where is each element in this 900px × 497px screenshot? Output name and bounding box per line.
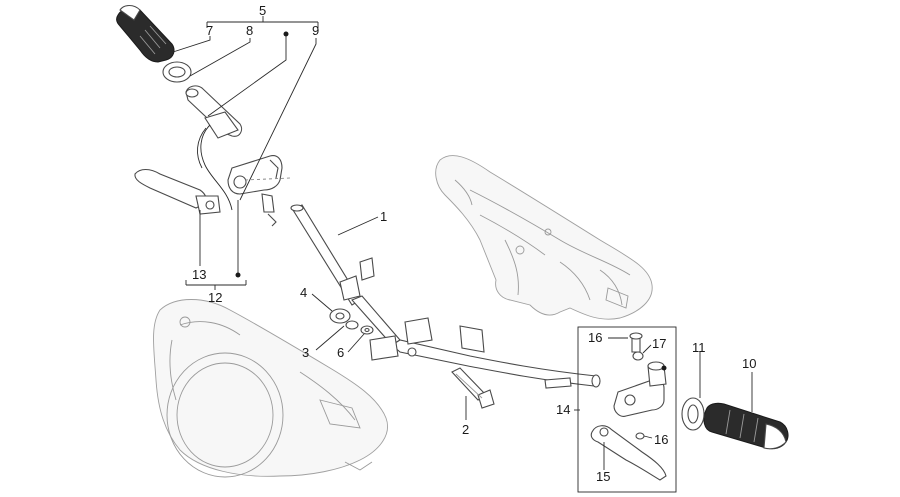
leader-lines	[172, 16, 753, 470]
callout-6: 5	[259, 3, 266, 18]
bolt	[451, 367, 495, 409]
master-cylinder	[227, 155, 291, 227]
spacer	[329, 308, 351, 324]
left-grip	[116, 4, 175, 63]
callout-16-top: 16	[588, 330, 602, 345]
callout-7: 7	[206, 23, 213, 38]
throttle-tube	[185, 85, 243, 211]
callout-16-bottom: 16	[654, 432, 668, 447]
left-brake-lever	[134, 168, 221, 215]
callout-8: 8	[246, 23, 253, 38]
callout-4: 4	[300, 285, 307, 300]
callout-9: 9	[312, 23, 319, 38]
rear-handlebar-cover	[435, 155, 653, 320]
callout-12: 12	[208, 290, 222, 305]
callout-labels: 5 7 8 9 1 13 12 4 3 6 2 16 17 11 10 14 1…	[192, 3, 756, 484]
callout-1: 1	[380, 209, 387, 224]
washer	[345, 320, 359, 330]
small-washer	[635, 432, 645, 440]
nut	[360, 325, 374, 335]
callout-2: 2	[462, 422, 469, 437]
callout-3: 3	[302, 345, 309, 360]
callout-5: 6	[337, 345, 344, 360]
callout-17: 17	[652, 336, 666, 351]
callout-14: 14	[556, 402, 570, 417]
right-lever-bracket	[613, 361, 667, 417]
callout-13: 13	[192, 267, 206, 282]
rubber-cap	[632, 351, 644, 361]
right-lever	[590, 425, 667, 481]
right-grip	[703, 402, 789, 450]
callout-15: 15	[596, 469, 610, 484]
handlebar-tube	[290, 204, 601, 389]
callout-11: 11	[692, 340, 706, 355]
group-box-14	[577, 326, 677, 493]
front-headlight-cover	[153, 299, 388, 478]
left-grip-ring	[162, 61, 192, 83]
screw	[629, 332, 643, 353]
right-grip-ring	[681, 397, 705, 431]
callout-10: 10	[742, 356, 756, 371]
